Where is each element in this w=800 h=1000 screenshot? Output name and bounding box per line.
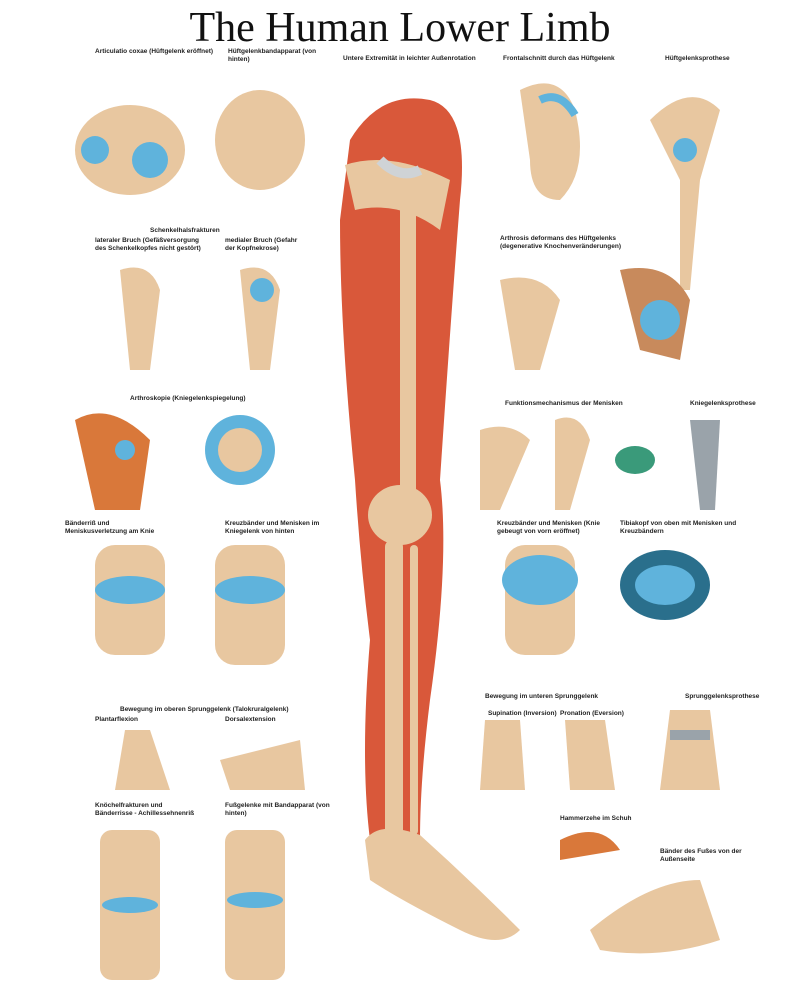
heading-pronation: Pronation (Eversion): [560, 710, 624, 717]
heading-femoral-neck-fractures: Schenkelhalsfrakturen: [150, 227, 220, 234]
heading-hip-joint-opened: Articulatio coxae (Hüftgelenk eröffnet): [95, 48, 214, 55]
heading-cruciate-anterior: Kreuzbänder und Menisken (Knie gebeugt v…: [497, 520, 600, 535]
heading-tibial-plateau: Tibiakopf von oben mit Menisken und Kreu…: [620, 520, 737, 535]
heading-frontal-section: Frontalschnitt durch das Hüftgelenk: [503, 55, 615, 62]
heading-ankle-fractures: Knöchelfrakturen und Bänderrisse - Achil…: [95, 802, 195, 817]
ankle-foot-illustrations: [100, 710, 720, 980]
heading-foot-joints: Fußgelenke mit Bandapparat (von hinten): [225, 802, 330, 817]
heading-lower-extremity: Untere Extremität in leichter Außenrotat…: [343, 55, 476, 62]
heading-arthroscopy: Arthroskopie (Kniegelenkspiegelung): [130, 395, 246, 402]
heading-hip-ligaments: Hüftgelenkbandapparat (von hinten): [228, 48, 317, 63]
heading-ankle-prosthesis: Sprunggelenksprothese: [685, 693, 760, 700]
heading-medial-fracture: medialer Bruch (Gefahr der Kopfnekrose): [225, 237, 298, 252]
heading-plantarflexion: Plantarflexion: [95, 716, 138, 723]
heading-upper-ankle-motion: Bewegung im oberen Sprunggelenk (Talokru…: [120, 706, 289, 713]
leg-illustration: [340, 98, 520, 940]
heading-ligament-tear: Bänderriß und Meniskusverletzung am Knie: [65, 520, 155, 535]
heading-hammer-toe: Hammerzehe im Schuh: [560, 815, 632, 822]
heading-hip-prosthesis: Hüftgelenksprothese: [665, 55, 730, 62]
heading-lateral-fracture: lateraler Bruch (Gefäßversorgung des Sch…: [95, 237, 201, 252]
heading-arthrosis: Arthrosis deformans des Hüftgelenks (deg…: [500, 235, 621, 250]
heading-lower-ankle-motion: Bewegung im unteren Sprunggelenk: [485, 693, 599, 700]
heading-meniscus-function: Funktionsmechanismus der Menisken: [505, 400, 623, 407]
poster-title: The Human Lower Limb: [189, 5, 611, 51]
hip-illustrations: [75, 83, 720, 370]
heading-cruciate-posterior: Kreuzbänder und Menisken im Kniegelenk v…: [225, 520, 320, 535]
heading-knee-prosthesis: Kniegelenksprothese: [690, 400, 756, 407]
knee-illustrations: [75, 413, 720, 665]
heading-supination: Supination (Inversion): [488, 710, 557, 717]
heading-foot-ligaments: Bänder des Fußes von der Außenseite: [660, 848, 742, 863]
heading-dorsalextension: Dorsalextension: [225, 716, 276, 723]
